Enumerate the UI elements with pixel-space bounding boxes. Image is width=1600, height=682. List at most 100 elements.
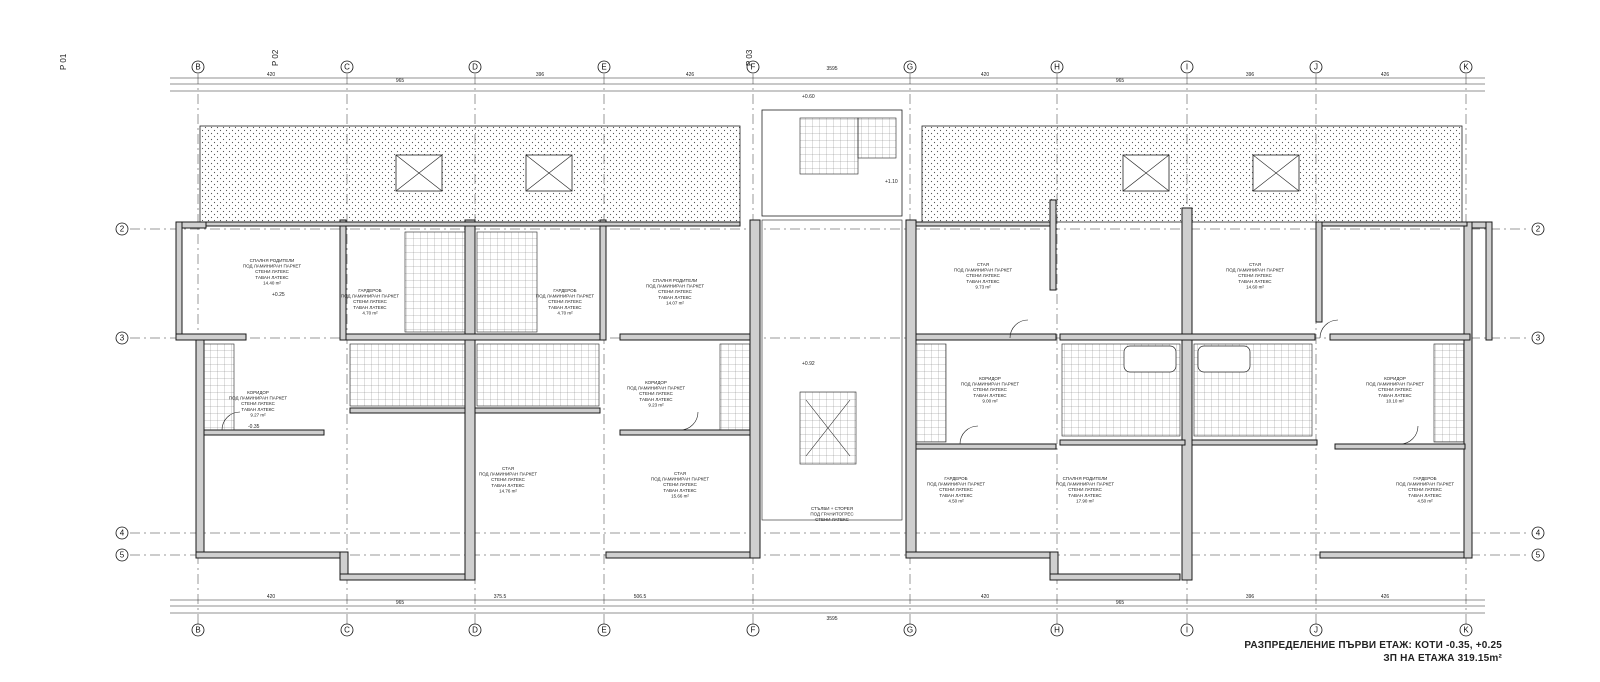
dimension-bottom-0: 420 [267, 594, 276, 600]
grid-bubble-top-F-label: F [751, 63, 756, 72]
section-marker-p03: P 03 [745, 49, 754, 66]
room-label-12-line-3: ТАВАН ЛАТЕКС [939, 493, 973, 498]
room-label-4-line-1: ПОД ЛАМИНИРАН ПАРКЕТ [229, 396, 287, 401]
grid-bubble-bottom-J-label: J [1314, 626, 1318, 635]
grid-bubble-bottom-F-circle [746, 623, 760, 637]
room-label-6-line-4: 14.76 m² [499, 488, 517, 493]
room-label-2-line-2: СТЕНИ ЛАТЕКС [548, 299, 583, 304]
room-label-3-line-1: ПОД ЛАМИНИРАН ПАРКЕТ [646, 284, 704, 289]
room-label-11-line-1: ПОД ЛАМИНИРАН ПАРКЕТ [1366, 382, 1424, 387]
room-label-15-line-2: СТЕНИ ЛАТЕКС [815, 517, 850, 522]
grid-bubble-left-5-circle [115, 548, 129, 562]
room-label-0-line-3: ТАВАН ЛАТЕКС [255, 275, 289, 280]
room-label-12-line-1: ПОД ЛАМИНИРАН ПАРКЕТ [927, 482, 985, 487]
room-label-5-line-3: ТАВАН ЛАТЕКС [639, 397, 673, 402]
room-label-7-line-2: СТЕНИ ЛАТЕКС [663, 482, 698, 487]
room-label-4-line-4: 9.27 m² [250, 412, 266, 417]
room-label-8-line-1: ПОД ЛАМИНИРАН ПАРКЕТ [954, 268, 1012, 273]
plan-caption-line-2: ЗП НА ЕТАЖА 319.15m² [1383, 653, 1502, 664]
dimension-chain-top [170, 77, 1485, 92]
room-label-2-line-4: 4.70 m² [557, 310, 573, 315]
room-label-10-line-4: 9.00 m² [982, 398, 998, 403]
room-label-7-line-4: 15.66 m² [671, 493, 689, 498]
room-label-4-line-3: ТАВАН ЛАТЕКС [241, 407, 275, 412]
grid-bubble-top-B-label: B [195, 63, 200, 72]
grid-bubble-top-G-circle [903, 60, 917, 74]
room-label-10-line-3: ТАВАН ЛАТЕКС [973, 393, 1007, 398]
room-label-2-line-1: ПОД ЛАМИНИРАН ПАРКЕТ [536, 294, 594, 299]
room-label-14-line-1: ПОД ЛАМИНИРАН ПАРКЕТ [1396, 482, 1454, 487]
room-label-1-line-3: ТАВАН ЛАТЕКС [353, 305, 387, 310]
room-label-10-line-0: КОРИДОР [979, 376, 1001, 381]
grid-bubble-right-2-circle [1531, 222, 1545, 236]
room-label-9-line-0: СТАЯ [1249, 262, 1261, 267]
room-label-15-line-1: ПОД ГРАНИТОГРЕС [810, 512, 854, 517]
grid-bubble-top-C-circle [340, 60, 354, 74]
grid-bubble-bottom-I-label: I [1186, 626, 1188, 635]
room-label-8-line-3: ТАВАН ЛАТЕКС [966, 279, 1000, 284]
central-stair [761, 109, 903, 521]
grid-bubble-bottom-H-circle [1050, 623, 1064, 637]
room-label-12-line-4: 4.50 m² [948, 498, 964, 503]
grid-bubble-right-4-label: 4 [1536, 529, 1541, 538]
grid-bubble-top-D-circle [468, 60, 482, 74]
grid-bubble-bottom-B-label: B [195, 626, 200, 635]
room-label-12-line-0: ГАРДЕРОБ [944, 476, 967, 481]
walls-left-unit [175, 219, 761, 581]
room-label-12-line-2: СТЕНИ ЛАТЕКС [939, 487, 974, 492]
dimension-bottom-4: 3595 [826, 616, 837, 622]
grid-bubble-top-H-circle [1050, 60, 1064, 74]
grid-bubble-right-3-label: 3 [1536, 334, 1541, 343]
grid-bubble-top-I-circle [1180, 60, 1194, 74]
section-marker-p02: P 02 [271, 49, 280, 66]
grid-bubble-left-5-label: 5 [120, 551, 125, 560]
grid-bubble-top-K-circle [1459, 60, 1473, 74]
dimension-top-6: 965 [1116, 78, 1125, 84]
grid-bubble-bottom-D-circle [468, 623, 482, 637]
grid-bubble-bottom-E-label: E [601, 626, 606, 635]
room-label-2-line-3: ТАВАН ЛАТЕКС [548, 305, 582, 310]
bathtubs [1123, 345, 1251, 373]
grid-bubble-top-J-circle [1309, 60, 1323, 74]
dimension-top-0: 420 [267, 72, 276, 78]
room-label-1-line-2: СТЕНИ ЛАТЕКС [353, 299, 388, 304]
grid-bubble-bottom-H-label: H [1054, 626, 1060, 635]
room-label-6-line-3: ТАВАН ЛАТЕКС [491, 483, 525, 488]
dimension-top-8: 426 [1381, 72, 1390, 78]
grid-bubble-top-E-circle [597, 60, 611, 74]
room-label-3-line-0: СПАЛНЯ РОДИТЕЛИ [653, 278, 698, 283]
dimension-bottom-2: 375.5 [494, 594, 507, 600]
grid-bubble-right-4-circle [1531, 526, 1545, 540]
room-label-15-line-0: СТЪЛБИ + СТОРЕЯ [811, 506, 853, 511]
room-label-0-line-2: СТЕНИ ЛАТЕКС [255, 269, 290, 274]
grid-bubble-top-H-label: H [1054, 63, 1060, 72]
dimension-bottom-1: 965 [396, 600, 405, 606]
room-label-6-line-2: СТЕНИ ЛАТЕКС [491, 477, 526, 482]
grid-bubble-bottom-I-circle [1180, 623, 1194, 637]
room-label-3-line-4: 14.07 m² [666, 300, 684, 305]
room-label-10-line-2: СТЕНИ ЛАТЕКС [973, 387, 1008, 392]
grid-bubble-left-3-label: 3 [120, 334, 125, 343]
room-label-3-line-2: СТЕНИ ЛАТЕКС [658, 289, 693, 294]
grid-bubble-top-D-label: D [472, 63, 478, 72]
walls-right-unit [905, 199, 1493, 581]
plan-caption-line-1: РАЗПРЕДЕЛЕНИЕ ПЪРВИ ЕТАЖ: КОТИ -0.35, +0… [1244, 640, 1502, 651]
room-label-1-line-0: ГАРДЕРОБ [358, 288, 381, 293]
room-label-11-line-4: 10.10 m² [1386, 398, 1404, 403]
grid-bubble-top-G-label: G [907, 63, 913, 72]
dimension-labels-bottom: 420 965 375.5 506.5 3595 420 965 396 426 [267, 594, 1390, 622]
room-label-9-line-2: СТЕНИ ЛАТЕКС [1238, 273, 1273, 278]
dimension-top-3: 426 [686, 72, 695, 78]
section-marker-p01: P 01 [59, 53, 68, 70]
room-label-6-line-1: ПОД ЛАМИНИРАН ПАРКЕТ [479, 472, 537, 477]
room-label-5-line-1: ПОД ЛАМИНИРАН ПАРКЕТ [627, 386, 685, 391]
grid-bubble-right-2-label: 2 [1536, 225, 1541, 234]
